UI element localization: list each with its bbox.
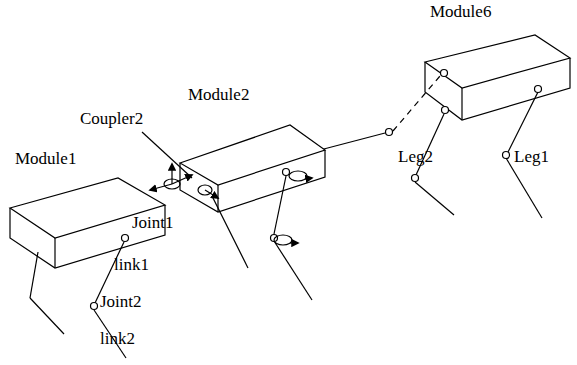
leg [212, 169, 312, 301]
rotation-arrow [150, 164, 312, 245]
part-label: Leg2 [398, 148, 433, 167]
part-label: Joint1 [132, 214, 174, 233]
part-label: Module6 [430, 3, 491, 22]
part-label: Module1 [15, 150, 76, 169]
module-box [180, 125, 325, 212]
part-label: link1 [114, 256, 149, 275]
part-label: link2 [100, 330, 135, 349]
leader-line [142, 132, 192, 178]
part-label: Module2 [188, 86, 249, 105]
part-label: Joint2 [100, 293, 142, 312]
part-label: Coupler2 [80, 110, 143, 129]
module-box [425, 35, 570, 120]
chain-link [320, 70, 448, 151]
part-label: Leg1 [514, 148, 549, 167]
